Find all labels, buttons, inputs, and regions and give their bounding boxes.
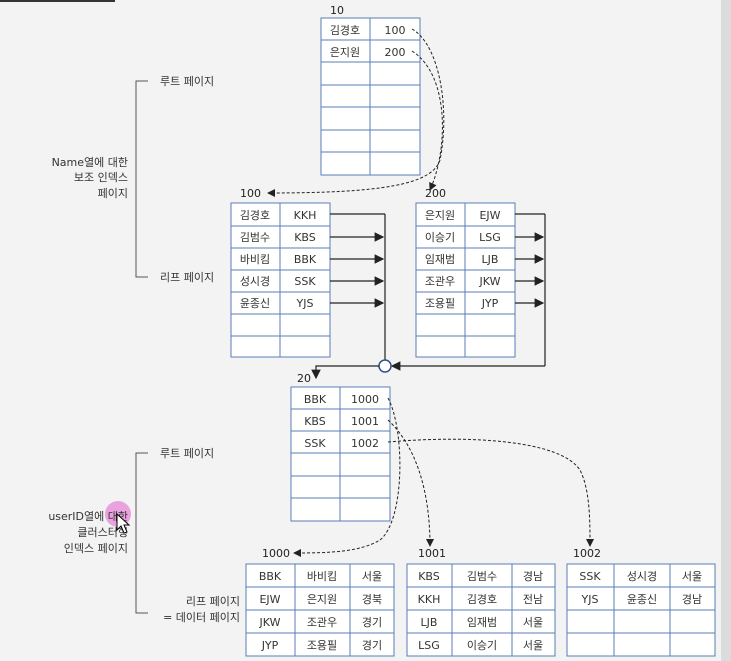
cell: 경남	[682, 593, 702, 606]
cell: 김경호	[240, 209, 270, 222]
cell: 이승기	[467, 639, 497, 652]
junction-to-page-20	[311, 365, 379, 380]
cell: 1000	[351, 393, 379, 406]
pointer-20-to-1001	[387, 419, 434, 547]
cell: 100	[385, 24, 406, 37]
page-id: 10	[330, 4, 344, 17]
cell: 경기	[362, 639, 382, 652]
page-id: 200	[425, 187, 446, 200]
cell: 1002	[351, 437, 379, 450]
cell: EJW	[479, 209, 500, 222]
cell: JYP	[261, 639, 279, 652]
cell: 임재범	[425, 253, 455, 266]
cell: KBS	[304, 415, 326, 428]
cell: BBK	[259, 570, 282, 583]
junction-node	[378, 359, 392, 373]
page-100: 100 김경호 KKH 김범수 KBS 바비킴 BBK 성시경 SSK 윤종신 …	[230, 187, 331, 358]
cell: 바비킴	[307, 570, 337, 583]
cell: 경기	[362, 616, 382, 629]
cell: 김범수	[240, 231, 270, 244]
page-id: 1000	[262, 547, 290, 560]
cell: 1001	[351, 415, 379, 428]
cell: LSG	[418, 639, 440, 652]
cell: 은지원	[307, 593, 337, 606]
secondary-bracket	[135, 80, 148, 278]
label-secondary-3: 페이지	[98, 187, 128, 200]
label-leaf-page-1: 리프 페이지	[160, 271, 214, 284]
pointer-20-to-1000	[293, 397, 401, 557]
cell: EJW	[259, 593, 280, 606]
cell: 조관우	[425, 275, 455, 288]
cell: KBS	[294, 231, 316, 244]
label-secondary-2: 보조 인덱스	[74, 171, 128, 184]
mouse-cursor-icon	[116, 512, 131, 534]
pointer-10-to-100	[267, 28, 445, 197]
label-root-page-1: 루트 페이지	[160, 75, 214, 88]
cell: 전남	[523, 593, 543, 606]
cell: JKW	[479, 275, 501, 288]
label-root-page-2: 루트 페이지	[160, 447, 214, 460]
page-20: 20 BBK 1000 KBS 1001 SSK 1002	[290, 372, 391, 522]
clustered-bracket	[135, 452, 148, 614]
pointer-10-to-200	[411, 50, 443, 191]
cell: SSK	[294, 275, 316, 288]
cell: 서울	[523, 639, 543, 652]
cell: 은지원	[330, 46, 360, 59]
cell: 조관우	[307, 616, 337, 629]
label-secondary-1: Name열에 대한	[52, 156, 128, 169]
label-clustered-3: 인덱스 페이지	[64, 542, 128, 555]
page-10: 10 김경호 100 은지원 200	[320, 4, 421, 176]
cell: 200	[385, 46, 406, 59]
cell: KKH	[294, 209, 317, 222]
cell: YJS	[296, 297, 314, 310]
page-id: 20	[297, 372, 311, 385]
cell: 조용필	[425, 297, 455, 310]
cell: 임재범	[467, 616, 497, 629]
page-200: 200 은지원 EJW 이승기 LSG 임재범 LJB 조관우 JKW 조용필 …	[415, 187, 516, 358]
cell: YJS	[581, 593, 599, 606]
cell: 서울	[362, 570, 382, 583]
cell: 김경호	[467, 593, 497, 606]
cell: 성시경	[627, 570, 657, 583]
cell: 김경호	[330, 24, 360, 37]
page-1000: 1000 BBK 바비킴 서울 EJW 은지원 경북 JKW 조관우 경기 JY…	[245, 547, 395, 657]
cell: KBS	[418, 570, 440, 583]
cell: KKH	[418, 593, 441, 606]
label-clustered-2: 클러스터형	[77, 526, 128, 539]
cell: 윤종신	[240, 297, 270, 310]
cell: BBK	[304, 393, 327, 406]
label-leaf-page-2a: 리프 페이지	[186, 595, 240, 608]
label-leaf-page-2b: = 데이터 페이지	[163, 611, 240, 624]
cell: LSG	[479, 231, 501, 244]
cell: LJB	[482, 253, 499, 266]
cell: 경북	[362, 593, 382, 606]
cell: 서울	[523, 616, 543, 629]
cell: 경남	[523, 570, 543, 583]
scrollbar-track[interactable]	[721, 0, 731, 661]
cell: SSK	[579, 570, 601, 583]
page-1001: 1001 KBS 김범수 경남 KKH 김경호 전남 LJB 임재범 서울 LS…	[406, 547, 556, 657]
label-clustered-1: userID열에 대한	[48, 510, 128, 523]
cell: JYP	[481, 297, 499, 310]
page-id: 1002	[573, 547, 601, 560]
cell: 조용필	[307, 639, 337, 652]
cell: 은지원	[425, 209, 455, 222]
cell: SSK	[304, 437, 326, 450]
cell: BBK	[294, 253, 317, 266]
cell: LJB	[421, 616, 438, 629]
cell: 김범수	[467, 570, 497, 583]
cell: 윤종신	[627, 593, 657, 606]
cell: 바비킴	[240, 253, 270, 266]
page-1002: 1002 SSK 성시경 서울 YJS 윤종신 경남	[566, 547, 716, 657]
cell: 성시경	[240, 275, 270, 288]
cell: 서울	[682, 570, 702, 583]
pointer-20-to-1002	[387, 438, 594, 547]
cell: JKW	[259, 616, 281, 629]
page-id: 100	[240, 187, 261, 200]
cell: 이승기	[425, 231, 455, 244]
top-divider	[0, 0, 115, 2]
page-id: 1001	[418, 547, 446, 560]
